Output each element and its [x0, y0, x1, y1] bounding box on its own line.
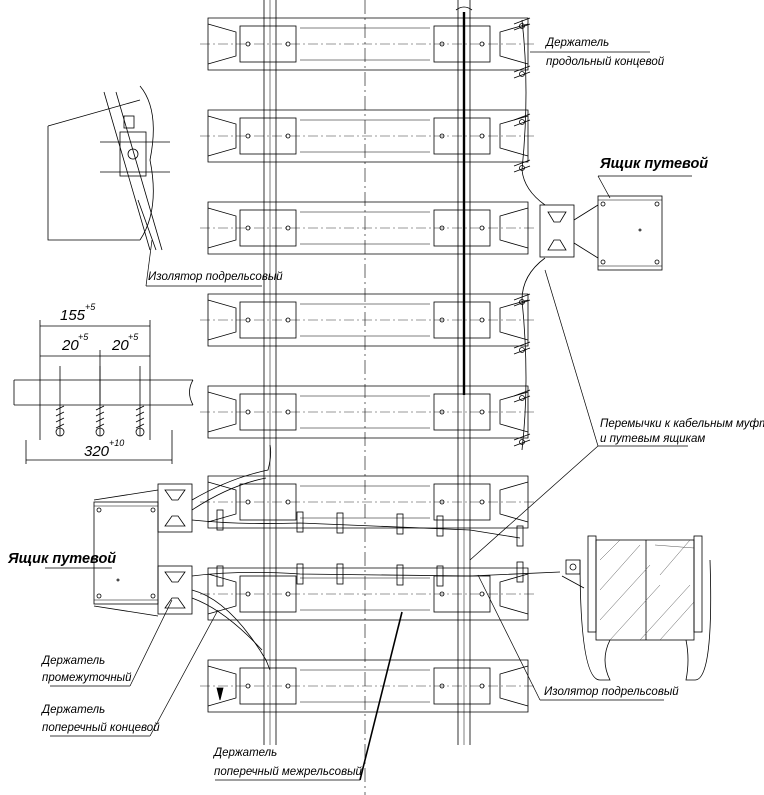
holder-intermediate-label-1: Держатель [40, 655, 105, 667]
holder-longitudinal-end [513, 65, 531, 79]
holder-longitudinal-end-label-2: продольный концевой [546, 56, 665, 68]
left-junction-box-upper [157, 483, 193, 533]
holder-bolt [519, 439, 525, 445]
jumpers-label-2: и путевым ящикам [600, 433, 705, 445]
track-box-left [93, 489, 159, 617]
cable-interrail-upper [191, 519, 521, 539]
holder-bolt [519, 165, 525, 171]
transverse-holders [216, 509, 524, 587]
sleeper [200, 109, 536, 163]
holder-longitudinal-end [513, 293, 531, 307]
detail-view-sleeper-section [561, 535, 712, 681]
right-rail [457, 0, 471, 745]
holder-bolt [519, 395, 525, 401]
transverse-holder [216, 509, 224, 531]
transverse-holder [436, 515, 444, 537]
holder-intermediate-label-2: промежуточный [42, 672, 132, 684]
dim-20-left: 20 [61, 337, 79, 354]
cable-left-upper-b [191, 477, 267, 511]
holder-longitudinal-end [513, 159, 531, 173]
sleeper [200, 385, 536, 439]
sleeper [200, 293, 536, 347]
track-box-right [597, 195, 663, 271]
dimension-detail [13, 320, 194, 464]
holder-bolt [519, 299, 525, 305]
transverse-holder [336, 563, 344, 585]
direction-arrow-icon [216, 687, 224, 701]
holder-transverse-end-label-1: Держатель [40, 704, 105, 716]
transverse-holder [396, 513, 404, 535]
sleeper [200, 201, 536, 255]
sleeper [200, 567, 536, 621]
left-rail [263, 0, 277, 745]
holder-longitudinal-end [513, 433, 531, 447]
longitudinal-end-holders [513, 17, 531, 447]
sleeper [200, 659, 536, 713]
dim-155-tol: +5 [85, 302, 96, 312]
sleeper [200, 475, 536, 529]
rail-break-mark [455, 6, 473, 11]
right-junction-box [539, 204, 599, 259]
transverse-holder [296, 563, 304, 585]
leader-lines [45, 51, 692, 781]
insulator-top-label: Изолятор подрельсовый [148, 271, 283, 283]
sleepers [200, 17, 536, 713]
cable-right-upper [521, 19, 546, 206]
transverse-holder [336, 512, 344, 534]
holder-bolt [519, 119, 525, 125]
holder-interrail-label-2: поперечный межрельсовый [214, 766, 363, 778]
holder-transverse-end-label-2: поперечный концевой [42, 722, 160, 734]
holder-longitudinal-end [513, 389, 531, 403]
sleeper [200, 17, 536, 71]
transverse-holder [396, 564, 404, 586]
insulator-bottom-label: Изолятор подрельсовый [544, 686, 679, 698]
dim-320-tol: +10 [109, 438, 124, 448]
cable-interrail-lower [191, 571, 561, 577]
holder-interrail-label-1: Держатель [212, 747, 277, 759]
transverse-holder [516, 561, 524, 583]
cable-left-lower-b [191, 597, 263, 651]
dim-20-right-tol: +5 [128, 332, 139, 342]
cable-right-lower [521, 257, 546, 451]
holder-bolt [519, 23, 525, 29]
holder-longitudinal-end-label-1: Держатель [544, 37, 609, 49]
transverse-holder [216, 565, 224, 587]
holder-longitudinal-end [513, 113, 531, 127]
holder-longitudinal-end [513, 17, 531, 31]
transverse-holder [516, 525, 524, 547]
detail-view-insulator [47, 85, 170, 251]
transverse-holder [436, 565, 444, 587]
jumpers-label-1: Перемычки к кабельным муфтам [600, 418, 764, 430]
dim-20-left-tol: +5 [78, 332, 89, 342]
transverse-holder [296, 511, 304, 533]
dim-320: 320 [84, 443, 110, 460]
dim-155: 155 [60, 307, 86, 324]
track-box-left-label: Ящик путевой [7, 551, 116, 567]
cable-left-lower [191, 589, 271, 671]
track-box-right-label: Ящик путевой [599, 156, 708, 172]
left-junction-box-lower [157, 565, 193, 615]
dim-20-right: 20 [111, 337, 129, 354]
holder-bolt [519, 71, 525, 77]
holder-longitudinal-end [513, 341, 531, 355]
cable-left-upper-a [191, 444, 272, 501]
holder-bolt [519, 347, 525, 353]
